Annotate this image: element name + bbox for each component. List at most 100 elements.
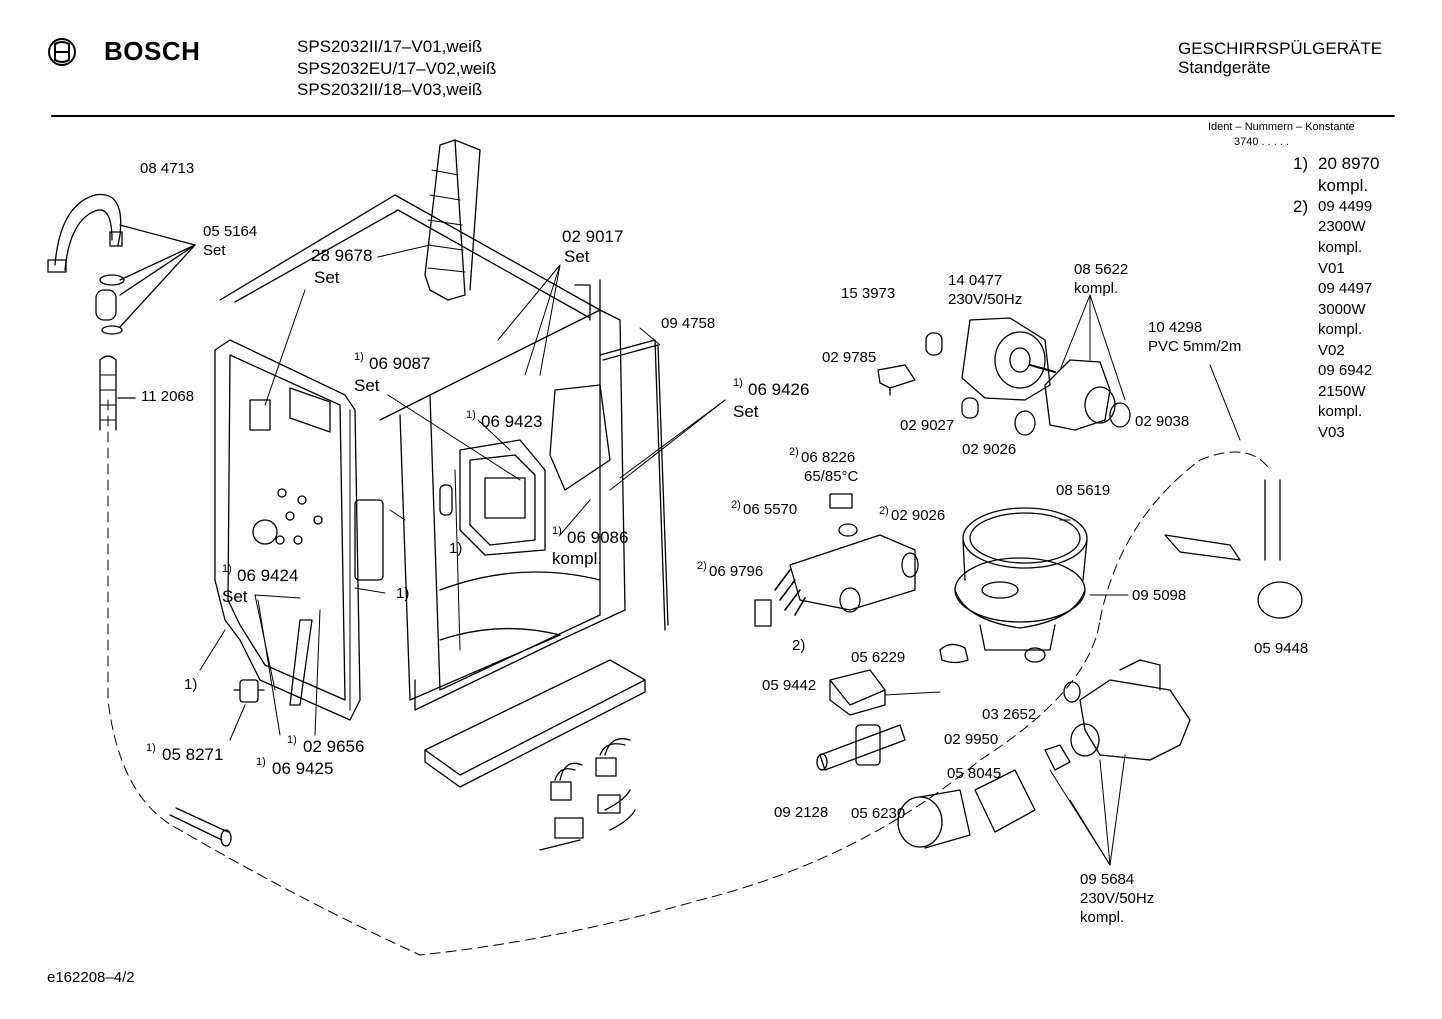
part-number: 11 2068 [141, 388, 195, 405]
base-rail-part [424, 659, 646, 788]
part-number: 09 4758 [661, 315, 716, 332]
heater-part [754, 493, 919, 627]
part-voltage-label: 230V/50Hz [1080, 890, 1155, 907]
part-number: 05 6230 [851, 805, 906, 822]
part-number: 02 9656 [303, 737, 365, 756]
variant-1-line: 20 8970 [1318, 154, 1380, 173]
part-number: 08 5619 [1056, 482, 1111, 499]
variant-2-line: kompl. [1318, 321, 1363, 338]
footnote-ref: 2) [789, 446, 799, 458]
footnote-ref: 1) [256, 756, 266, 768]
model-line-1: SPS2032II/17–V01,weiß [297, 37, 483, 56]
footnote-ref: 1) [354, 351, 364, 363]
cap-part-2 [961, 397, 979, 419]
part-pvc-label: PVC 5mm/2m [1148, 338, 1242, 355]
footnote-ref: 1) [222, 563, 232, 575]
hose-end-part [169, 807, 232, 847]
variant-2-line: kompl. [1318, 239, 1363, 256]
part-number: 02 9038 [1135, 413, 1190, 430]
part-number: 05 8271 [162, 745, 224, 764]
part-number: 15 3973 [841, 285, 896, 302]
part-number: 02 9017 [562, 227, 624, 246]
clip-set-part [95, 224, 196, 335]
model-line-2: SPS2032EU/17–V02,weiß [297, 59, 497, 78]
part-number: 05 6229 [851, 649, 906, 666]
footnote-ref: 1) [552, 525, 562, 537]
part-number: 02 9026 [891, 507, 946, 524]
ident-title: Ident – Nummern – Konstante [1208, 121, 1355, 133]
t-pipe-part [816, 724, 906, 771]
spray-arm-part [424, 139, 481, 301]
variant-2-line: kompl. [1318, 403, 1363, 420]
brand-name: BOSCH [104, 36, 201, 66]
clip-part [877, 364, 916, 396]
part-number: 06 9796 [709, 563, 764, 580]
part-number: 09 5684 [1080, 871, 1135, 888]
door-panel-part [214, 339, 384, 721]
part-number: 05 5164 [203, 223, 258, 240]
part-number: 02 9950 [944, 731, 999, 748]
part-kompl-label: kompl. [1080, 909, 1125, 926]
part-kompl-label: kompl. [552, 549, 603, 568]
connector-set-part [539, 738, 636, 851]
hose-holder-part [47, 193, 123, 273]
footnote-ref: 1) [287, 734, 297, 746]
variant-2-line: 2300W [1318, 218, 1366, 235]
part-number: 08 4713 [140, 160, 195, 177]
part-number: 06 9087 [369, 354, 431, 373]
part-number: 05 8045 [947, 765, 1002, 782]
part-voltage-label: 230V/50Hz [948, 291, 1023, 308]
cap-part [925, 332, 943, 356]
variant-1-ref: 1) [1293, 154, 1309, 173]
part-temp-label: 65/85°C [804, 468, 859, 485]
footnote-ref: 2) [731, 499, 741, 511]
pump-motor-part [961, 317, 1056, 401]
part-number: 10 4298 [1148, 319, 1203, 336]
part-kompl-label: kompl. [1074, 280, 1119, 297]
sump-part [954, 507, 1129, 663]
dispenser-part [439, 384, 611, 556]
document-id: e162208–4/2 [47, 969, 135, 986]
part-set-label: Set [564, 247, 590, 266]
rod-part-inner [602, 344, 669, 626]
part-number: 28 9678 [311, 246, 373, 265]
part-number: 09 2128 [774, 804, 829, 821]
part-set-label: Set [222, 587, 248, 606]
part-set-label: Set [733, 402, 759, 421]
part-number: 06 9425 [272, 759, 334, 778]
variant-1-line: kompl. [1318, 176, 1369, 195]
part-number: 02 9026 [962, 441, 1017, 458]
footnote-ref: 1) [146, 742, 156, 754]
variant-2-line: V01 [1318, 260, 1345, 277]
drain-pump-part [897, 659, 1191, 866]
pressure-switch-part [1164, 364, 1303, 619]
pump-housing-part [1014, 294, 1131, 436]
part-number: 06 5570 [743, 501, 798, 518]
variant-2-line: 09 4499 [1318, 198, 1373, 215]
footnote-ref: 2) [879, 505, 889, 517]
drain-hose-part [99, 355, 136, 431]
part-set-label: Set [203, 242, 226, 259]
footnote-ref: 1) [396, 585, 410, 602]
variant-2-line: 09 6942 [1318, 362, 1373, 379]
category-title: GESCHIRRSPÜLGERÄTE [1178, 39, 1383, 58]
part-number: 08 5622 [1074, 261, 1129, 278]
bosch-logo-icon [48, 38, 76, 66]
part-number: 09 5098 [1132, 587, 1187, 604]
ident-code: 3740 . . . . . [1234, 136, 1290, 148]
footnote-ref: 1) [733, 377, 743, 389]
inlet-valve-part [233, 619, 313, 706]
part-number: 03 2652 [982, 706, 1037, 723]
dash-loop-left [107, 399, 1101, 956]
part-set-label: Set [314, 268, 340, 287]
footnote-ref: 2) [792, 637, 806, 654]
footnote-ref: 1) [466, 409, 476, 421]
part-number: 02 9785 [822, 349, 877, 366]
variant-2-line: 3000W [1318, 301, 1366, 318]
variant-2-line: 09 4497 [1318, 280, 1373, 297]
subcategory-title: Standgeräte [1178, 58, 1271, 77]
leader-lines [199, 244, 726, 741]
part-number: 02 9027 [900, 417, 955, 434]
variant-2-ref: 2) [1293, 197, 1309, 216]
